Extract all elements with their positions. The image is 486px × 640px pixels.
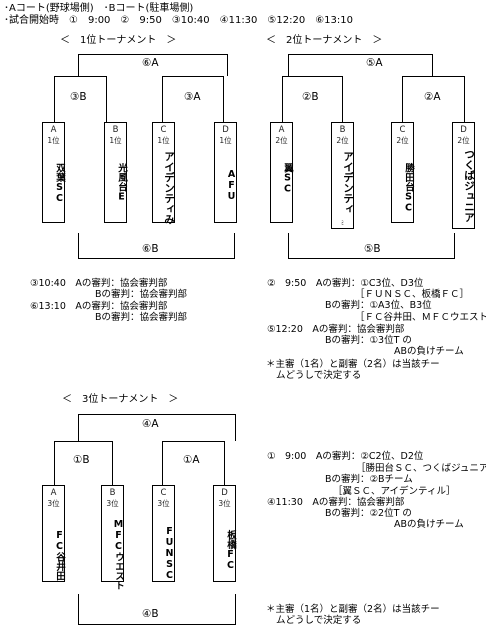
t2-info-1: ② 9:50 Aの審判：①C3位、D3位	[267, 278, 424, 289]
t1-info-4: Bの審判：協会審判部	[95, 312, 188, 323]
t1-info-1: ③10:40 Aの審判：協会審判部	[30, 278, 168, 289]
t3-info-4: ［翼ＳＣ、アイデンティル］	[333, 486, 456, 497]
t2-team-c: C 2位 勝田台SC	[391, 122, 414, 223]
t3-info-8: ＊主審（1名）と副審（2名）は当該チー	[266, 604, 440, 615]
t1-team-b: B 1位 光風台E	[104, 122, 127, 223]
t2-info-7: ABの負けチーム	[394, 346, 464, 357]
t1-final-top: ⑥A	[142, 57, 159, 69]
t3-info-9: ムどうしで決定する	[276, 615, 362, 626]
t3-info-6: Bの審判：②2位T の	[325, 508, 412, 519]
t3-semi-right: ①A	[183, 454, 200, 466]
t3-team-a: A 3位 FC谷井田	[42, 485, 65, 582]
t3-final-bottom: ④B	[142, 608, 159, 620]
t1-team-a: A 1位 双葉SC	[42, 122, 65, 223]
t1-info-2: Bの審判：協会審判部	[95, 289, 188, 300]
t3-semi-left: ①B	[73, 454, 90, 466]
t2-team-b: B 2位 アイデンティ ﾐ	[331, 122, 354, 229]
t2-final-bottom: ⑤B	[364, 243, 381, 255]
t2-info-4: ［ＦＣ谷井田、ＭＦＣウエスト］	[355, 312, 486, 323]
t1-final-bottom: ⑥B	[142, 243, 159, 255]
t2-info-2: ［ＦＵＮＳＣ、板橋ＦＣ］	[355, 289, 470, 300]
t2-info-3: Bの審判：①A3位、B3位	[325, 300, 432, 311]
t3-team-c: C 3位 FUNSC	[152, 485, 175, 582]
t3-info-3: Bの審判：②Bチーム	[325, 474, 413, 485]
t2-team-a: A 2位 翼SC	[270, 122, 293, 223]
t2-semi-right: ②A	[424, 91, 441, 103]
t3-info-7: ABの負けチーム	[394, 519, 464, 530]
t3-info-2: ［勝田台ＳＣ、つくばジュニア］	[356, 463, 486, 474]
header-line-1: ･Aコート(野球場側) ･Bコート(駐車場側)	[4, 3, 194, 14]
t1-team-c: C 1位 アイデンティみ	[152, 122, 175, 225]
t2-info-9: ムどうしで決定する	[276, 370, 362, 381]
t3-team-d: D 3位 板橋FC	[213, 485, 236, 582]
t1-semi-left: ③B	[70, 91, 87, 103]
t2-semi-left: ②B	[302, 91, 319, 103]
t1-info-3: ⑥13:10 Aの審判：協会審判部	[30, 301, 168, 312]
t3-final-top: ④A	[142, 418, 159, 430]
t3-team-b: B 3位 MFCウエスト	[101, 485, 124, 590]
t1-semi-right: ③A	[184, 91, 201, 103]
header-line-2: ･試合開始時 ① 9:00 ② 9:50 ③10:40 ④11:30 ⑤12:2…	[4, 15, 353, 26]
t3-title: ＜ 3位トーナメント ＞	[62, 394, 179, 405]
t3-info-1: ① 9:00 Aの審判：②C2位、D2位	[267, 451, 424, 462]
t2-title: ＜ 2位トーナメント ＞	[266, 35, 383, 46]
t2-info-5: ⑤12:20 Aの審判：協会審判部	[267, 324, 405, 335]
t3-info-5: ④11:30 Aの審判：協会審判部	[267, 497, 405, 508]
t2-info-6: Bの審判：①3位T の	[325, 335, 412, 346]
t1-team-d: D 1位 AFU	[214, 122, 237, 223]
t2-info-8: ＊主審（1名）と副審（2名）は当該チー	[266, 359, 440, 370]
t2-team-d: D 2位 つくばジュニア	[452, 122, 475, 229]
t2-final-top: ⑤A	[366, 57, 383, 69]
t1-title: ＜ 1位トーナメント ＞	[60, 35, 177, 46]
